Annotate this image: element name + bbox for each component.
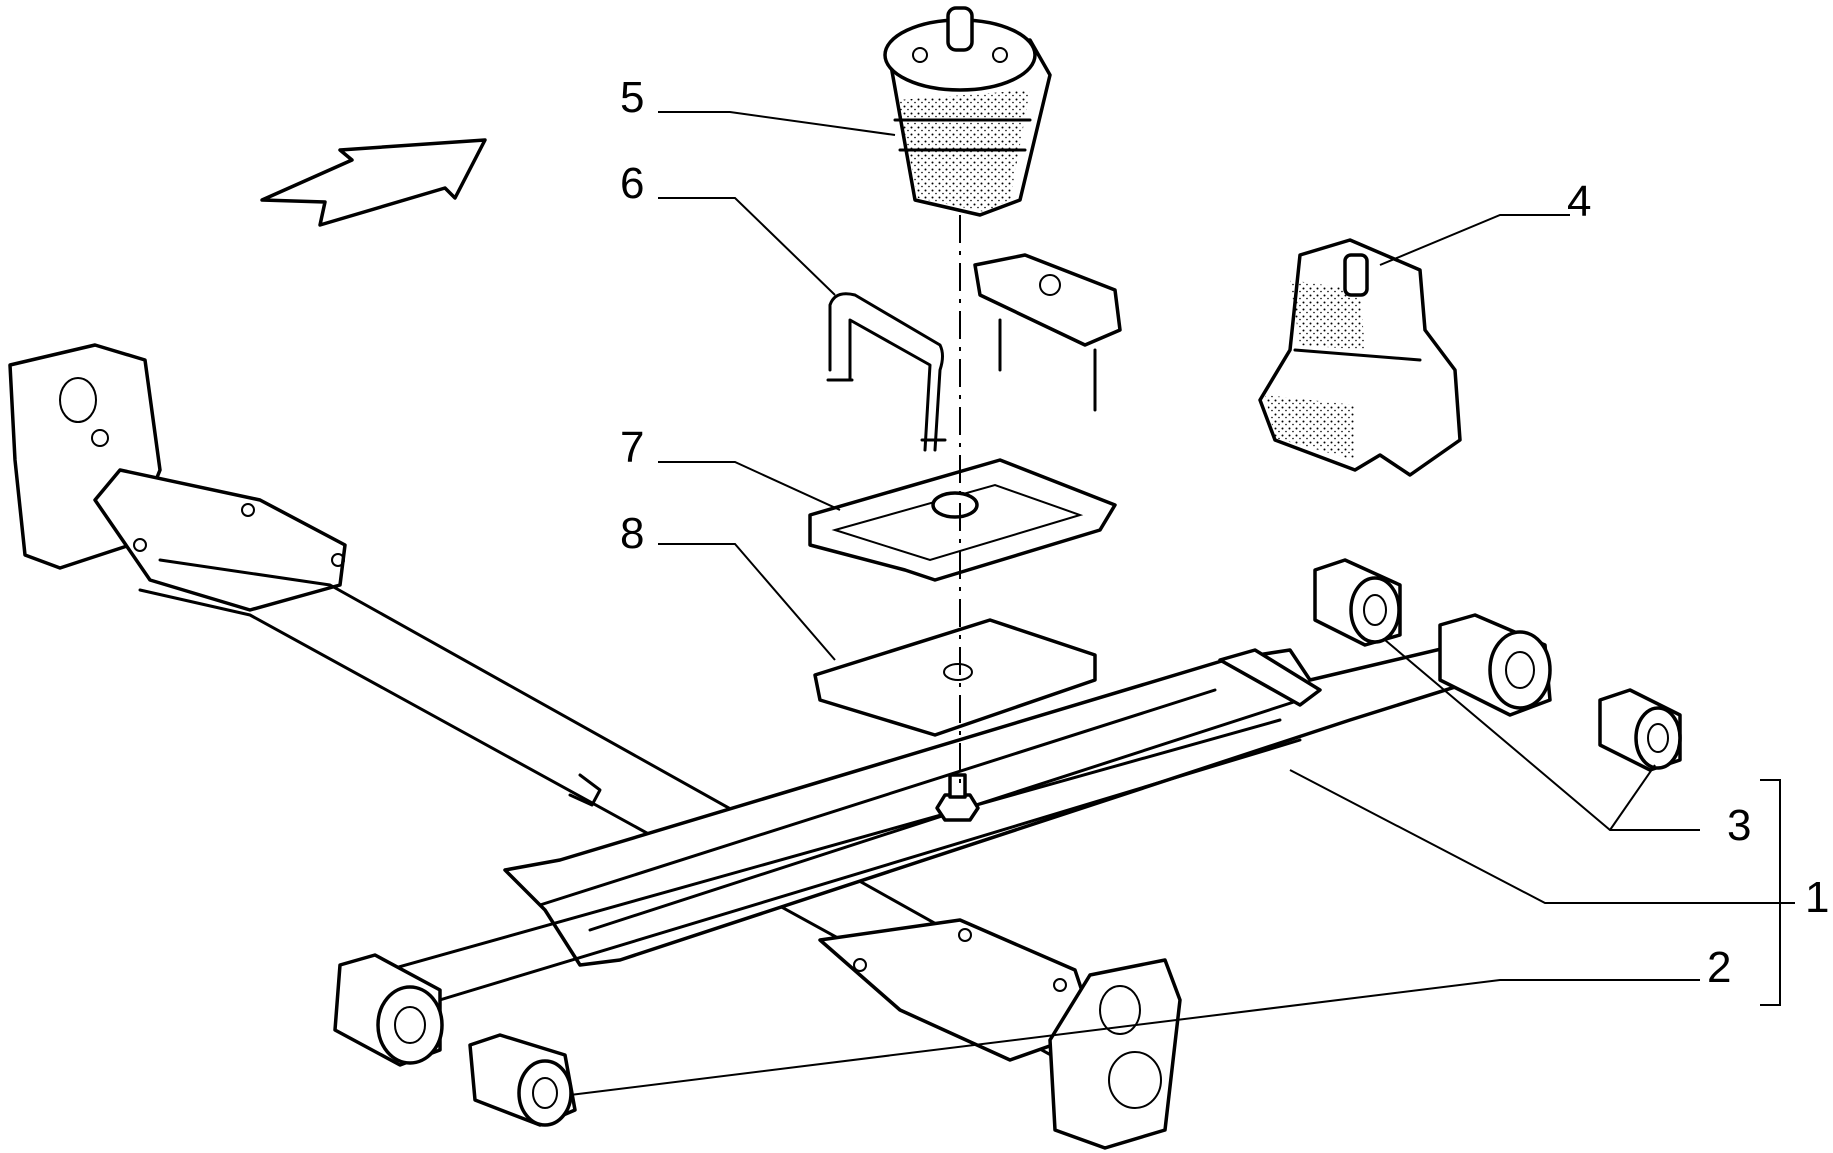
- bushing-part-3-b: [1598, 688, 1682, 772]
- bushing-part-2: [468, 1033, 577, 1127]
- leaf-spring: [368, 633, 1527, 1017]
- callout-7: 7: [620, 423, 644, 472]
- center-bolt-nut: [935, 773, 980, 822]
- bushing-part-3-a: [1313, 558, 1402, 647]
- callout-8: 8: [620, 509, 644, 558]
- leader-lines: [569, 111, 1795, 1096]
- clamp-plate-with-studs: [973, 253, 1122, 412]
- u-bolt-part-6: [826, 292, 947, 452]
- bump-stop-part-5: [883, 6, 1052, 217]
- callout-4: 4: [1567, 177, 1591, 226]
- callout-5: 5: [620, 73, 644, 122]
- callout-6: 6: [620, 159, 644, 208]
- callout-3: 3: [1727, 801, 1751, 850]
- spring-eye-rear: [1438, 613, 1552, 717]
- spring-eye-front: [333, 953, 444, 1067]
- callout-1: 1: [1805, 873, 1829, 922]
- direction-arrow-icon: [260, 138, 487, 227]
- spring-plate-part-7: [808, 458, 1117, 582]
- rubber-mount-part-4: [1258, 238, 1462, 477]
- callout-2: 2: [1707, 943, 1731, 992]
- pad-part-8: [813, 618, 1097, 737]
